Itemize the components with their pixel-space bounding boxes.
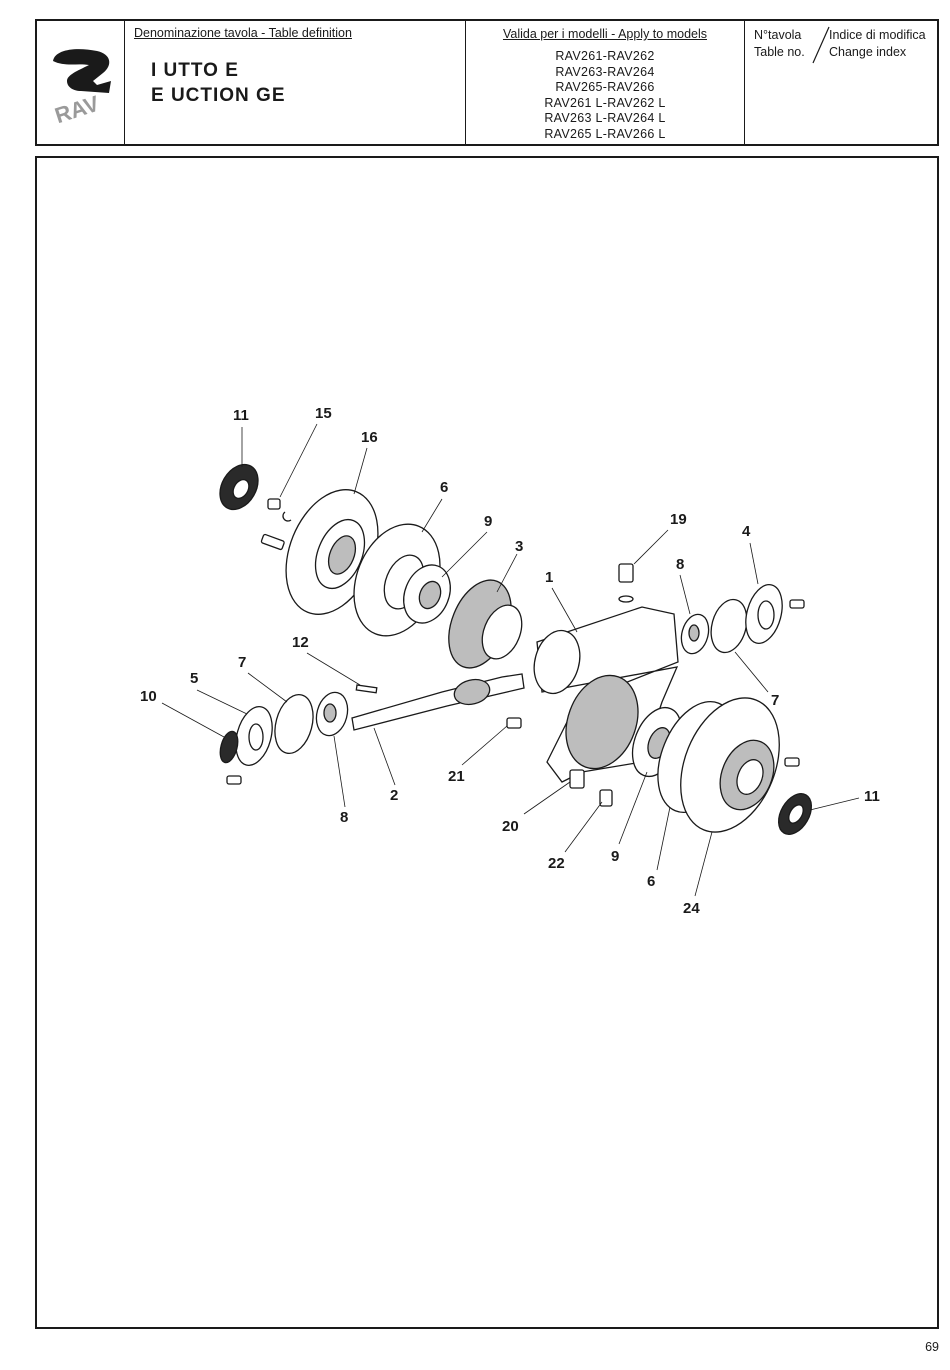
logo-lettering: RAV	[52, 91, 103, 129]
table-number-cell: N°tavola Table no. Indice di modifica Ch…	[745, 21, 937, 144]
callout-9: 9	[611, 848, 619, 865]
model-item: RAV261 L-RAV262 L	[544, 95, 666, 110]
gasket-left	[274, 694, 314, 754]
callout-6: 6	[647, 873, 655, 890]
callout-6: 6	[440, 479, 448, 496]
exploded-view-diagram: 11 15 16 6 9 19 3 1 8 4 12 7 5 10 7 2 8 …	[140, 405, 880, 917]
table-title-line2: E UCTION GE	[151, 85, 286, 106]
definition-label: Denominazione tavola - Table definition	[134, 26, 352, 40]
bearing-right	[680, 613, 710, 655]
drawing-frame: 11 15 16 6 9 19 3 1 8 4 12 7 5 10 7 2 8 …	[35, 156, 939, 1329]
plug-22	[599, 789, 613, 807]
logo-cell: RAV	[37, 21, 125, 144]
table-no-label-it: N°tavola	[754, 28, 802, 42]
callout-9: 9	[484, 513, 492, 530]
callout-7: 7	[238, 654, 246, 671]
change-index-label-it: Indice di modifica	[829, 28, 926, 42]
table-title-line1: I UTTO E	[151, 60, 239, 81]
callout-1: 1	[545, 569, 553, 586]
change-index-label-en: Change index	[829, 45, 907, 59]
page-number: 69	[925, 1340, 939, 1354]
worm-wheel	[448, 579, 523, 669]
end-cover-left	[226, 706, 273, 785]
callout-8: 8	[676, 556, 684, 573]
screw-21	[506, 717, 522, 729]
callout-19: 19	[670, 511, 687, 528]
plug-20	[569, 769, 585, 789]
diagonal-divider	[812, 26, 830, 64]
end-cover-right	[745, 584, 805, 644]
leader-lines	[161, 423, 860, 897]
models-cell: Valida per i modelli - Apply to models R…	[466, 21, 745, 144]
callout-21: 21	[448, 768, 465, 785]
gasket-right	[710, 598, 748, 654]
table-no-label-en: Table no.	[754, 45, 805, 59]
bearing-left	[315, 691, 349, 737]
oil-seal-top	[219, 463, 259, 511]
callout-16: 16	[361, 429, 378, 446]
callout-20: 20	[502, 818, 519, 835]
callout-5: 5	[190, 670, 198, 687]
models-list: RAV261-RAV262 RAV263-RAV264 RAV265-RAV26…	[466, 49, 744, 142]
oil-seal-left	[219, 730, 239, 764]
callout-2: 2	[390, 787, 398, 804]
callout-11: 11	[864, 788, 880, 805]
oil-seal-bottom	[777, 793, 813, 835]
callout-12: 12	[292, 634, 309, 651]
bearing-top	[403, 564, 451, 624]
callout-4: 4	[742, 523, 751, 540]
callout-22: 22	[548, 855, 565, 872]
model-item: RAV263-RAV264	[555, 64, 655, 79]
model-item: RAV261-RAV262	[555, 49, 655, 63]
callout-24: 24	[683, 900, 700, 917]
callout-11: 11	[233, 407, 249, 424]
model-item: RAV265-RAV266	[555, 80, 655, 94]
key	[355, 684, 378, 694]
rav-logo: RAV	[52, 49, 111, 129]
callout-3: 3	[515, 538, 523, 555]
callout-7: 7	[771, 692, 779, 709]
model-item: RAV263 L-RAV264 L	[544, 111, 666, 125]
callout-10: 10	[140, 688, 157, 705]
callout-labels: 11 15 16 6 9 19 3 1 8 4 12 7 5 10 7 2 8 …	[140, 405, 880, 917]
definition-cell: Denominazione tavola - Table definition …	[125, 21, 466, 144]
output-flange	[680, 697, 800, 833]
screw-small-top	[267, 498, 292, 522]
callout-8: 8	[340, 809, 348, 826]
callout-15: 15	[315, 405, 332, 422]
plug-top	[618, 563, 634, 603]
models-label: Valida per i modelli - Apply to models	[502, 27, 708, 41]
title-block: RAV Denominazione tavola - Table definit…	[35, 19, 939, 146]
worm-shaft	[351, 673, 525, 731]
model-item: RAV265 L-RAV266 L	[544, 126, 666, 141]
